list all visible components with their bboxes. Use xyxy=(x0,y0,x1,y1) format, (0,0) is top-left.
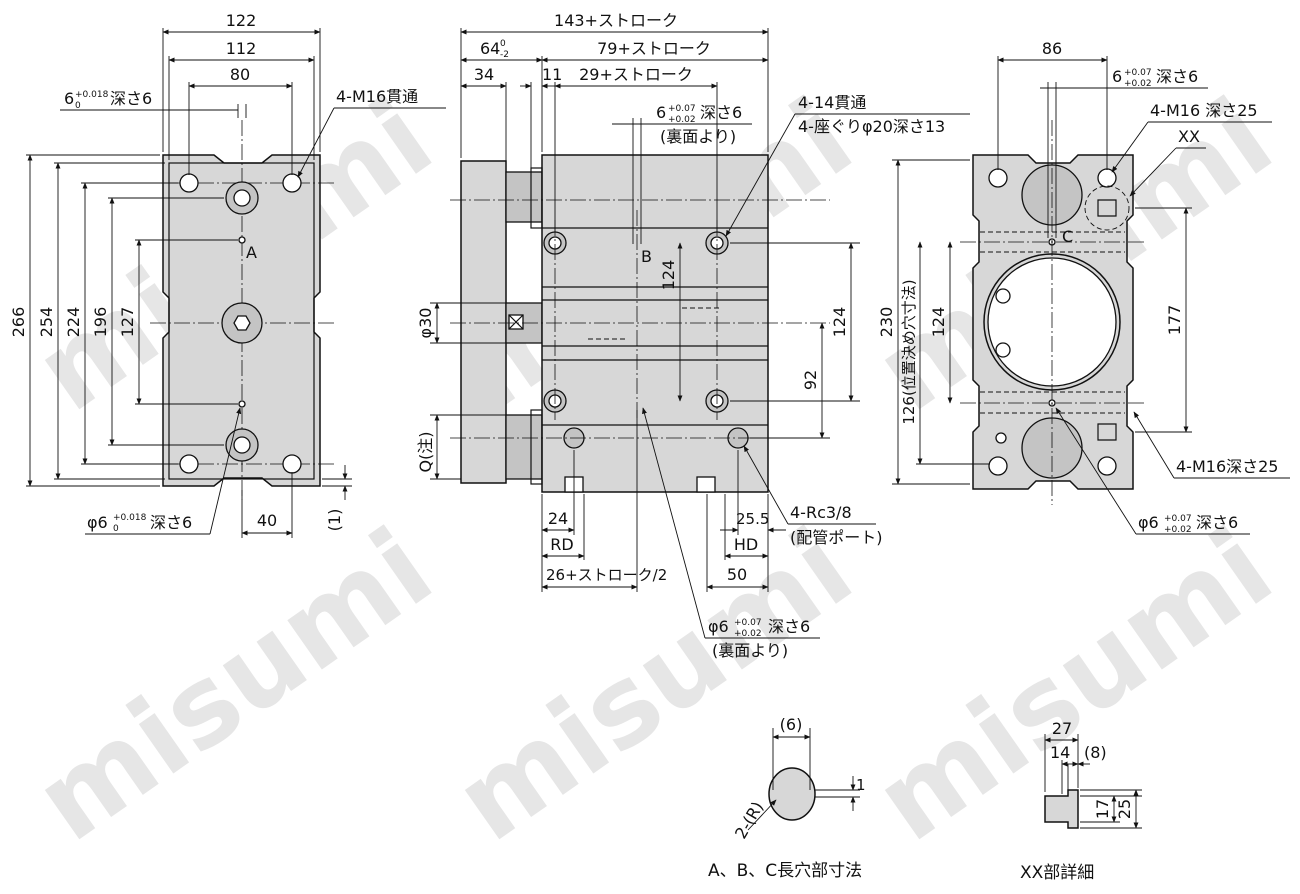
left-inner-line xyxy=(168,162,315,480)
mount-hole xyxy=(179,454,199,474)
mount-hole xyxy=(282,454,302,474)
hole-bottom-dia: φ6 xyxy=(708,617,729,636)
holes-note-1: 4-14貫通 xyxy=(798,93,866,112)
label-xx: XX xyxy=(1178,127,1200,146)
dim-177: 177 xyxy=(1165,305,1184,336)
dim-196: 196 xyxy=(91,307,110,338)
dim-40: 40 xyxy=(257,511,277,530)
svg-text:+0.02: +0.02 xyxy=(1124,79,1152,89)
dim-124: 124 xyxy=(929,307,948,338)
hole-bottom-depth-right: 深さ6 xyxy=(1196,513,1238,532)
dim-50: 50 xyxy=(727,565,747,584)
dim-127: 127 xyxy=(118,307,137,338)
dim-266: 266 xyxy=(9,307,28,338)
dim-124-inner: 124 xyxy=(659,260,678,291)
hole-depth-top: 深さ6 xyxy=(110,89,152,108)
dim-overall: 143+ストローク xyxy=(554,11,678,30)
slot-dim-6: (6) xyxy=(780,715,803,734)
xx-dim-8: (8) xyxy=(1084,743,1107,762)
svg-text:+0.07: +0.07 xyxy=(1164,514,1192,524)
xx-dim-14: 14 xyxy=(1050,743,1070,762)
dim-phi30: φ30 xyxy=(416,308,435,339)
dim-126: 126(位置決め穴寸法) xyxy=(900,279,918,424)
dim-79: 79+ストローク xyxy=(597,39,711,58)
svg-text:+0.02: +0.02 xyxy=(734,629,762,639)
svg-text:0: 0 xyxy=(500,39,506,49)
label-a: A xyxy=(246,243,257,262)
dim-hd: HD xyxy=(734,535,758,554)
thread-bottom: 4-M16深さ25 xyxy=(1176,457,1278,476)
xx-dim-25: 25 xyxy=(1115,799,1134,819)
dim-124-right: 124 xyxy=(830,307,849,338)
hole-dia-bottom: φ6 xyxy=(87,513,108,532)
thread-top: 4-M16 深さ25 xyxy=(1150,101,1258,120)
xx-shape xyxy=(1044,789,1079,829)
dim-230: 230 xyxy=(877,307,896,338)
svg-text:+0.07: +0.07 xyxy=(734,618,762,628)
dim-11: 11 xyxy=(542,65,562,84)
mount-hole xyxy=(179,173,199,193)
svg-text:+0.07: +0.07 xyxy=(668,104,696,114)
dim-122: 122 xyxy=(226,11,257,30)
hole-bottom-depth: 深さ6 xyxy=(768,617,810,636)
svg-text:+0.018: +0.018 xyxy=(75,90,109,100)
svg-text:+0.07: +0.07 xyxy=(1124,68,1152,78)
slot-detail: (6) 1 2-(R) A、B、C長穴部寸法 xyxy=(708,715,866,881)
right-view: 86 6 +0.07 +0.02 深さ6 4-M16 深さ25 XX C 230… xyxy=(877,39,1290,535)
guide-rod xyxy=(505,171,543,223)
plate xyxy=(460,160,507,484)
hole-top-dia-right: 6 xyxy=(1112,67,1122,86)
middle-view: 143+ストローク 64 0 -2 79+ストローク 34 11 29+ストロー… xyxy=(416,11,970,660)
dim-112: 112 xyxy=(226,39,257,58)
port-note-2: (配管ポート) xyxy=(790,528,883,547)
dim-29: 29+ストローク xyxy=(579,65,693,84)
xx-dim-17: 17 xyxy=(1093,799,1112,819)
dim-224: 224 xyxy=(64,307,83,338)
caption-xx-detail: XX部詳細 xyxy=(1020,863,1094,883)
slot-ellipse xyxy=(768,767,816,821)
guide-rod xyxy=(505,414,543,480)
hole-bottom-dia-right: φ6 xyxy=(1138,513,1159,532)
slot-dim-1: 1 xyxy=(856,776,866,794)
dim-34: 34 xyxy=(474,65,494,84)
dim-26: 26+ストローク/2 xyxy=(546,566,667,584)
hole-depth-bottom: 深さ6 xyxy=(150,513,192,532)
dim-rd: RD xyxy=(550,535,573,554)
svg-text:-2: -2 xyxy=(500,50,509,60)
xx-dim-27: 27 xyxy=(1052,719,1072,738)
dim-92: 92 xyxy=(801,370,820,390)
hole-dia-top: 6 xyxy=(64,89,74,108)
dim-64: 64 xyxy=(480,39,500,58)
left-view: 122 112 80 6 +0.018 0 深さ6 4-M16貫通 266 25… xyxy=(9,11,446,538)
svg-text:+0.02: +0.02 xyxy=(668,115,696,125)
svg-text:+0.02: +0.02 xyxy=(1164,525,1192,535)
dim-24: 24 xyxy=(548,509,568,528)
dim-1: (1) xyxy=(325,509,344,532)
holes-note-2: 4-座ぐりφ20深さ13 xyxy=(798,117,945,136)
hole-top-depth: 深さ6 xyxy=(700,103,742,122)
dim-25-5: 25.5 xyxy=(736,510,769,528)
hole-bottom-note: (裏面より) xyxy=(712,641,788,660)
svg-text:0: 0 xyxy=(113,524,119,534)
hole-top-note: (裏面より) xyxy=(660,127,736,146)
hole-top-dia: 6 xyxy=(656,103,666,122)
caption-slot-detail: A、B、C長穴部寸法 xyxy=(708,861,862,881)
dim-254: 254 xyxy=(37,307,56,338)
thread-note: 4-M16貫通 xyxy=(336,87,418,106)
dim-80: 80 xyxy=(230,65,250,84)
dim-86: 86 xyxy=(1042,39,1062,58)
svg-text:0: 0 xyxy=(75,101,81,111)
slot-radius: 2-(R) xyxy=(731,798,767,842)
port-note-1: 4-Rc3/8 xyxy=(790,503,852,522)
hole-top-depth-right: 深さ6 xyxy=(1156,67,1198,86)
xx-detail: 27 14 (8) 17 25 XX部詳細 xyxy=(1020,719,1142,883)
label-c: C xyxy=(1062,227,1073,246)
svg-text:+0.018: +0.018 xyxy=(113,513,147,523)
dim-q: Q(注) xyxy=(416,431,435,472)
watermark: misumi xyxy=(13,504,454,866)
label-b: B xyxy=(641,247,652,266)
